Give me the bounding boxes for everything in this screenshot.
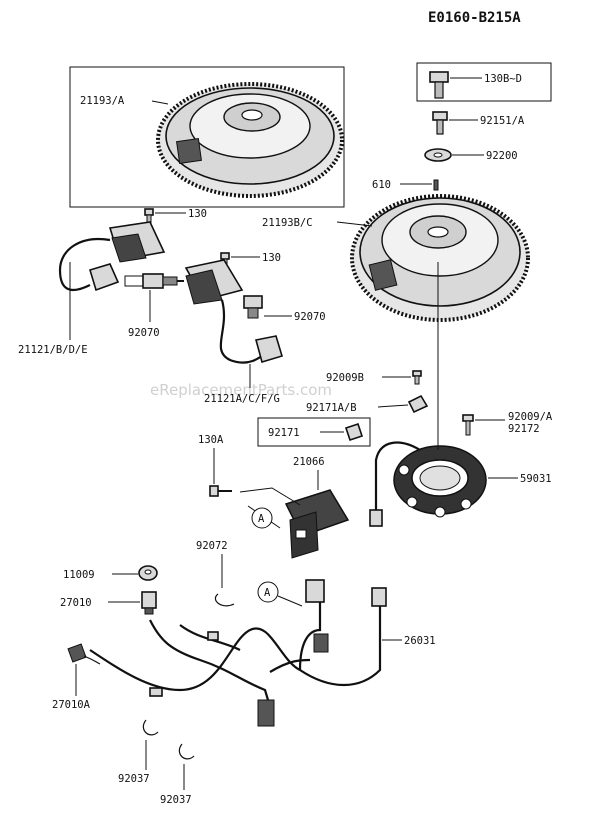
callout-92200: 92200 xyxy=(486,150,518,162)
callout-130a: 130A xyxy=(198,434,224,446)
callout-92070-right: 92070 xyxy=(294,311,326,323)
clip-92037-2-part[interactable] xyxy=(178,743,195,760)
ignition-coil-left-part[interactable] xyxy=(58,221,166,292)
cap-11009-part[interactable] xyxy=(138,565,158,581)
bolt-92009b-part[interactable] xyxy=(412,370,422,385)
spark-plug-right-part[interactable] xyxy=(243,295,263,319)
ring-a-1-label: A xyxy=(258,513,265,525)
clip-92037-1-part[interactable] xyxy=(142,719,159,736)
wiring-harness-26031-part[interactable] xyxy=(89,579,387,727)
callout-11009: 11009 xyxy=(63,569,95,581)
callout-92172: 92172 xyxy=(508,423,540,435)
callout-92072: 92072 xyxy=(196,540,228,552)
callout-610: 610 xyxy=(372,179,391,191)
clamp-92171ab-part[interactable] xyxy=(407,394,429,414)
watermark: eReplacementParts.com xyxy=(150,381,332,399)
callout-130-mid: 130 xyxy=(262,252,281,264)
callout-26031: 26031 xyxy=(404,635,436,647)
callout-92070-left: 92070 xyxy=(128,327,160,339)
callout-21193b-c: 21193B/C xyxy=(262,217,313,229)
callout-92009-a: 92009/A xyxy=(508,411,553,423)
flywheel-a-box xyxy=(69,66,345,208)
callout-92151-a: 92151/A xyxy=(480,115,525,127)
ignition-coil-right-part[interactable] xyxy=(184,259,283,364)
bolt-92151-part[interactable] xyxy=(432,111,448,135)
callout-59031: 59031 xyxy=(520,473,552,485)
screw-130-top-part[interactable] xyxy=(144,208,154,228)
reference-a-1 xyxy=(251,507,273,529)
callout-92037-2: 92037 xyxy=(160,794,192,806)
stator-59031-part[interactable] xyxy=(393,445,487,518)
clamp-92171-part[interactable] xyxy=(344,422,364,442)
flywheel-a-part[interactable] xyxy=(156,82,344,198)
key-610-part[interactable] xyxy=(433,179,439,191)
reference-a-2 xyxy=(257,581,279,603)
callout-27010a: 27010A xyxy=(52,699,91,711)
diagram-code: E0160-B215A xyxy=(428,10,521,26)
screw-130a-part[interactable] xyxy=(209,485,232,497)
callout-21121-bde: 21121/B/D/E xyxy=(18,344,88,356)
callout-92009b: 92009B xyxy=(326,372,364,384)
callout-92171: 92171 xyxy=(268,427,300,439)
callout-21066: 21066 xyxy=(293,456,325,468)
bolt-92009a-part[interactable] xyxy=(462,414,474,436)
callout-21193-a: 21193/A xyxy=(80,95,125,107)
callout-130-top: 130 xyxy=(188,208,207,220)
washer-92200-part[interactable] xyxy=(424,148,452,162)
spark-plug-left-part[interactable] xyxy=(124,273,184,289)
switch-27010-part[interactable] xyxy=(141,591,157,615)
clamp-92171-box xyxy=(257,417,371,447)
callout-92171a-b: 92171A/B xyxy=(306,402,357,414)
switch-27010a-part[interactable] xyxy=(67,643,101,665)
bolt-set-box xyxy=(416,62,552,102)
clip-92072-part[interactable] xyxy=(214,593,235,607)
callout-27010: 27010 xyxy=(60,597,92,609)
regulator-21066-part[interactable] xyxy=(284,489,350,559)
callout-92037-1: 92037 xyxy=(118,773,150,785)
flywheel-bc-part[interactable] xyxy=(350,194,530,322)
stator-connector[interactable] xyxy=(369,509,383,527)
bolt-130b-part[interactable] xyxy=(429,71,449,99)
callout-21121-acfg: 21121A/C/F/G xyxy=(204,393,280,405)
ring-a-2-label: A xyxy=(264,587,271,599)
callout-130b-d: 130B~D xyxy=(484,73,522,85)
